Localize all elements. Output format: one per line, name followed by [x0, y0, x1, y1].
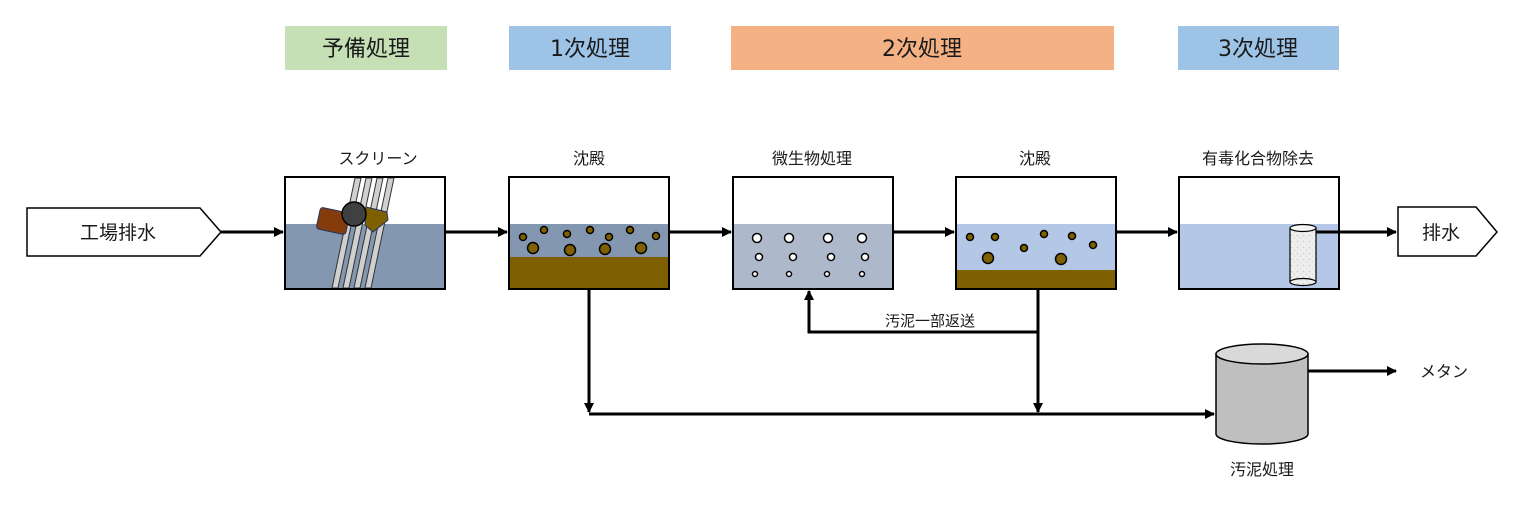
sediment-particle [965, 232, 975, 242]
air-bubble [858, 270, 866, 278]
unit-label-primary-settling: 沈殿 [573, 149, 605, 168]
stage-header-tertiary: 3次処理 [1178, 26, 1339, 70]
air-bubble [785, 270, 793, 278]
air-bubble [783, 232, 795, 244]
input-factory-wastewater: 工場排水 [26, 207, 222, 257]
air-bubble [860, 252, 870, 262]
stage-label: 予備処理 [322, 37, 410, 62]
sediment-particle [1088, 240, 1098, 250]
sediment-particle [981, 251, 995, 265]
stage-label: 2次処理 [882, 37, 962, 62]
filter-cartridge-icon [1289, 223, 1317, 287]
stage-label: 3次処理 [1218, 37, 1298, 62]
air-bubble [751, 270, 759, 278]
stage-header-primary: 1次処理 [509, 26, 671, 70]
sediment-particle [604, 232, 614, 242]
input-label: 工場排水 [80, 222, 156, 244]
sediment-particle [651, 231, 661, 241]
sediment-particle [1019, 243, 1029, 253]
air-bubbles [751, 232, 870, 278]
sediment-particle [585, 225, 595, 235]
debris [316, 201, 389, 235]
unit-label-toxic-removal: 有毒化合物除去 [1202, 149, 1314, 168]
air-bubble [826, 252, 836, 262]
output-effluent: 排水 [1397, 206, 1498, 257]
air-bubble [754, 252, 764, 262]
sediment-particle [1067, 231, 1077, 241]
air-bubble [856, 232, 868, 244]
sediment-particle [1039, 229, 1049, 239]
sediment-particle [598, 242, 612, 256]
output-label: 排水 [1422, 222, 1460, 244]
unit-label-biological: 微生物処理 [772, 149, 852, 168]
air-bubble [788, 252, 798, 262]
tank-screen [284, 176, 446, 290]
tank-toxic-removal [1178, 176, 1340, 290]
sediment-particle [990, 232, 1000, 242]
sediment-particle [526, 241, 540, 255]
methane-label: メタン [1420, 362, 1468, 381]
unit-label-secondary-settling: 沈殿 [1019, 149, 1051, 168]
tank-secondary-settling [955, 176, 1117, 290]
stage-header-preliminary: 予備処理 [285, 26, 447, 70]
sludge-flow-lines [584, 289, 1215, 419]
sediment-particle [562, 229, 572, 239]
tank-primary-settling [508, 176, 670, 290]
sediment-particle [563, 243, 577, 257]
air-bubble [751, 232, 763, 244]
particles [518, 225, 661, 257]
sediment-particle [634, 241, 648, 255]
unit-label-screen: スクリーン [338, 149, 417, 168]
sediment-particle [625, 225, 635, 235]
sediment-particle [539, 225, 549, 235]
sludge-treatment-label: 汚泥処理 [1230, 460, 1294, 479]
particles [965, 229, 1098, 266]
stage-header-secondary: 2次処理 [731, 26, 1114, 70]
air-bubble [822, 232, 834, 244]
screen-bars [331, 177, 395, 289]
sludge-treatment-tank-icon [1215, 343, 1309, 445]
sediment-particle [1054, 252, 1068, 266]
tank-biological [732, 176, 894, 290]
sediment-particle [518, 232, 528, 242]
air-bubble [823, 270, 831, 278]
return-sludge-label: 汚泥一部返送 [885, 312, 975, 330]
return-sludge-arrow [804, 290, 1038, 334]
stage-label: 1次処理 [550, 37, 630, 62]
